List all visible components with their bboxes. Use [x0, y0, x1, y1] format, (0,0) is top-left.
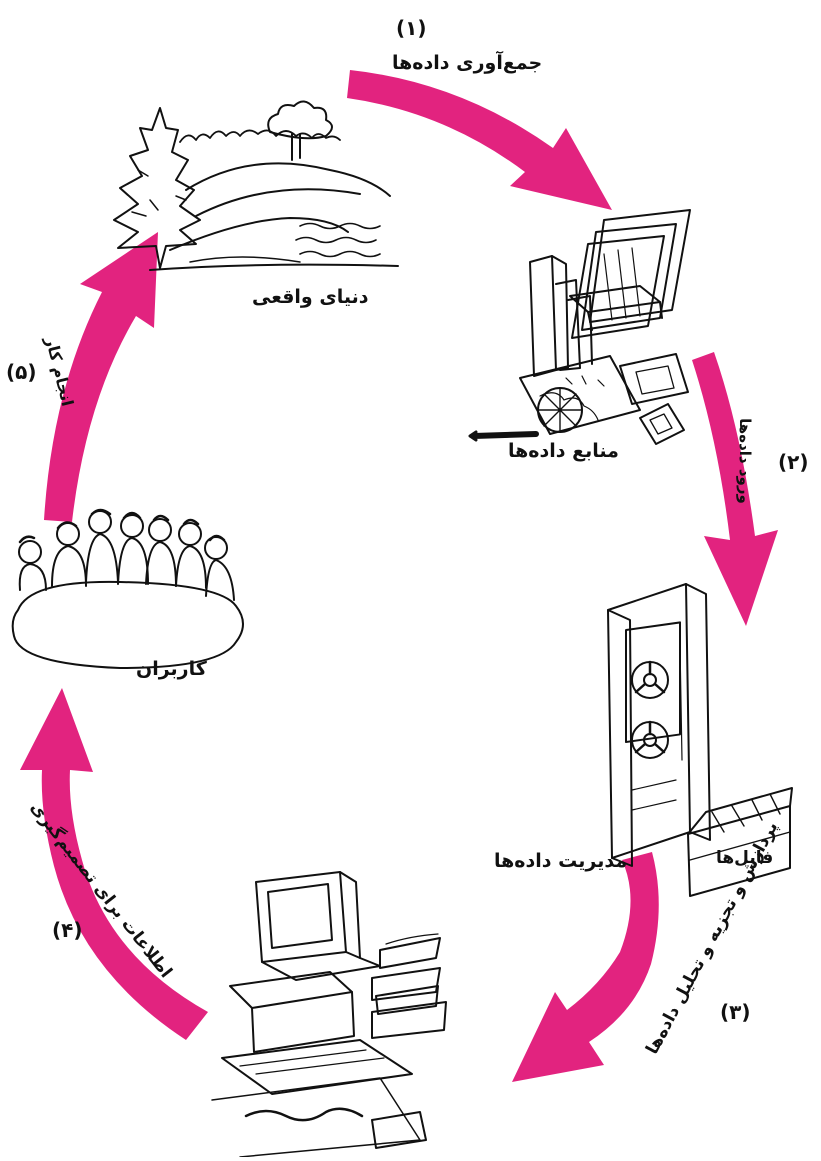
step-1-number: (۱) [396, 16, 427, 40]
step-2-number: (۲) [778, 450, 809, 474]
arrow-1-data-collection [347, 70, 612, 210]
arrow-4-decision-info [20, 688, 208, 1040]
step-2-label: ورود داده‌ها [736, 418, 754, 504]
users-meeting-illustration [13, 510, 243, 668]
step-3-number: (۳) [720, 1000, 751, 1024]
node-real-world-label: دنیای واقعی [252, 286, 369, 308]
processing-workstation-illustration [212, 872, 446, 1157]
node-data-sources-label: منابع داده‌ها [508, 440, 619, 462]
step-4-number: (۴) [52, 918, 83, 942]
arrow-3-processing [512, 852, 659, 1082]
node-data-management-label: مدیریت داده‌ها [494, 850, 627, 872]
node-users-label: کاربران [136, 658, 207, 680]
step-1-label: جمع‌آوری داده‌ها [392, 52, 542, 74]
step-5-number: (۵) [6, 360, 37, 384]
data-sources-illustration [470, 210, 690, 444]
